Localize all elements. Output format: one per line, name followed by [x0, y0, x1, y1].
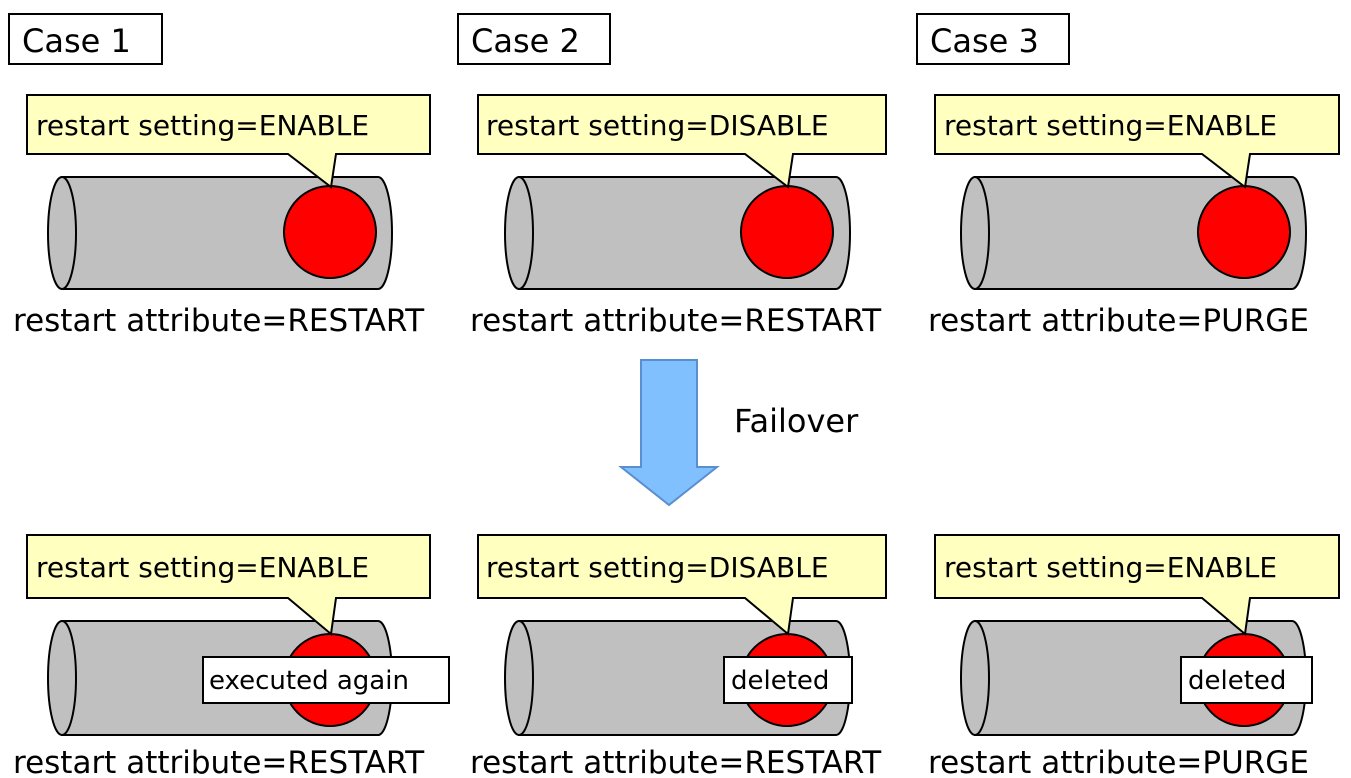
- queue-cylinder-end: [47, 176, 77, 290]
- restart-attribute-label: restart attribute=RESTART: [13, 303, 425, 339]
- result-tag-text: deleted: [731, 666, 829, 696]
- case-3-label: Case 3: [930, 22, 1039, 60]
- restart-attribute-label: restart attribute=RESTART: [470, 745, 882, 778]
- case-2-after: restart setting=DISABLE deleted restart …: [470, 534, 887, 778]
- case-3-after: restart setting=ENABLE deleted restart a…: [928, 534, 1340, 778]
- restart-attribute-label: restart attribute=RESTART: [13, 745, 425, 778]
- case-3-before: restart setting=ENABLE restart attribute…: [928, 94, 1340, 339]
- setting-callout-text: restart setting=ENABLE: [944, 551, 1277, 584]
- restart-attribute-label: restart attribute=PURGE: [928, 745, 1309, 778]
- setting-callout: [26, 534, 431, 636]
- setting-callout-text: restart setting=DISABLE: [486, 551, 829, 584]
- case-3-label-box: [916, 13, 1070, 65]
- case-1-after: restart setting=ENABLE executed again re…: [13, 534, 450, 778]
- case-2-label-box: [457, 13, 611, 65]
- setting-callout-text: restart setting=ENABLE: [36, 551, 369, 584]
- setting-callout: [477, 534, 887, 636]
- case-1-before: restart setting=ENABLE restart attribute…: [13, 94, 431, 339]
- setting-callout-text: restart setting=ENABLE: [36, 109, 369, 142]
- queue-cylinder-end: [504, 176, 534, 290]
- failover-label: Failover: [734, 402, 859, 440]
- queue-cylinder-end: [47, 620, 77, 736]
- setting-callout: [26, 94, 431, 189]
- result-tag-box: [202, 656, 450, 704]
- queue-cylinder-end: [960, 620, 990, 736]
- restart-attribute-label: restart attribute=RESTART: [470, 303, 882, 339]
- case-2-label: Case 2: [471, 22, 580, 60]
- setting-callout-text: restart setting=ENABLE: [944, 109, 1277, 142]
- setting-callout: [477, 94, 887, 189]
- setting-callout: [934, 534, 1340, 636]
- message-circle: [740, 185, 834, 279]
- restart-attribute-label: restart attribute=PURGE: [928, 303, 1309, 339]
- setting-callout: [934, 94, 1340, 189]
- arrow-down-icon: [618, 359, 720, 507]
- setting-callout-text: restart setting=DISABLE: [486, 109, 829, 142]
- case-1-label-box: [8, 13, 163, 65]
- message-circle: [283, 185, 377, 279]
- message-circle: [1197, 185, 1291, 279]
- case-1-label: Case 1: [22, 22, 131, 60]
- result-tag-box: [1180, 656, 1313, 704]
- queue-cylinder-end: [504, 620, 534, 736]
- result-tag-text: deleted: [1188, 666, 1286, 696]
- queue-cylinder-end: [960, 176, 990, 290]
- result-tag-text: executed again: [209, 666, 409, 696]
- result-tag-box: [723, 656, 853, 704]
- case-2-before: restart setting=DISABLE restart attribut…: [470, 94, 887, 339]
